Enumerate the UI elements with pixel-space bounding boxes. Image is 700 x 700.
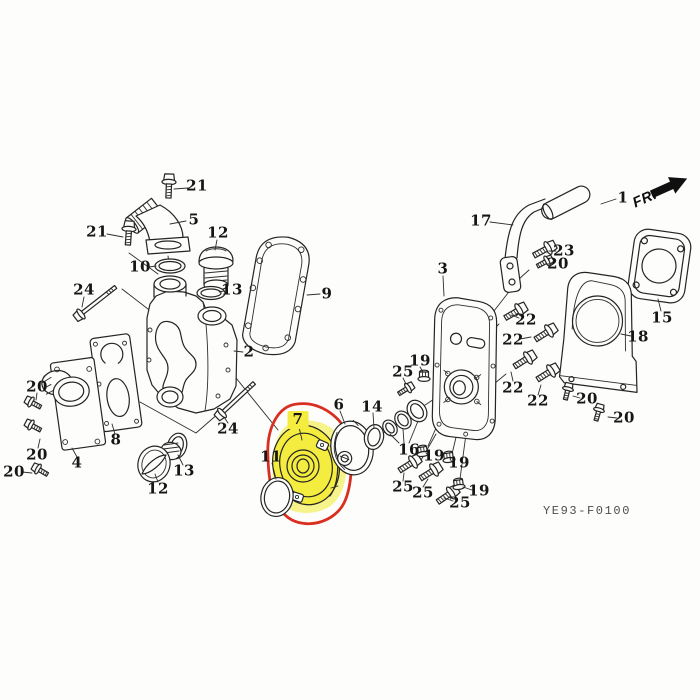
part-16-seal-assembly: [382, 399, 428, 444]
bolt-21-b: [120, 219, 138, 247]
part-11-oring: [260, 476, 294, 518]
nut-19-b1: [415, 443, 430, 458]
bolt-20-l3: [29, 460, 51, 480]
part-2-pump-body: [146, 275, 238, 414]
part-9-gasket: [241, 236, 310, 356]
leader-lines: [21, 187, 662, 502]
bolt-22-d: [533, 360, 563, 387]
part-18-bracket: [558, 271, 638, 393]
part-1-grip: [541, 185, 591, 220]
part-15-flange: [627, 228, 692, 304]
bolt-24-a: [71, 281, 120, 324]
bolt-20-r1: [559, 381, 576, 402]
part-5-elbow: [125, 197, 191, 255]
part-3-plate: [431, 297, 498, 441]
diagram-code: YE93-F0100: [543, 504, 632, 518]
nut-19-top: [417, 369, 431, 382]
bolt-25-b2: [416, 459, 446, 486]
nut-19-b3: [451, 476, 466, 491]
bolt-20-r2: [590, 402, 607, 423]
part-4-flange: [41, 357, 107, 451]
part-10-ring: [154, 258, 186, 274]
part-13-seal-ring: [196, 285, 226, 301]
bolt-20-l1: [22, 393, 44, 413]
part-12-drain-plug: [137, 441, 182, 483]
part-17-handle-frame: [499, 198, 547, 293]
bolt-22-b: [531, 320, 561, 347]
part-6-cover: [330, 419, 374, 476]
fr-direction-arrow: [649, 177, 688, 198]
nut-19-b2: [441, 449, 456, 464]
bolt-20-l2: [22, 416, 44, 436]
bolt-21-a: [160, 173, 177, 199]
part-12-filler-cap: [198, 246, 234, 291]
bolt-22-a: [501, 299, 531, 325]
bolt-22-c: [510, 347, 540, 374]
part-14-ring: [363, 424, 385, 450]
